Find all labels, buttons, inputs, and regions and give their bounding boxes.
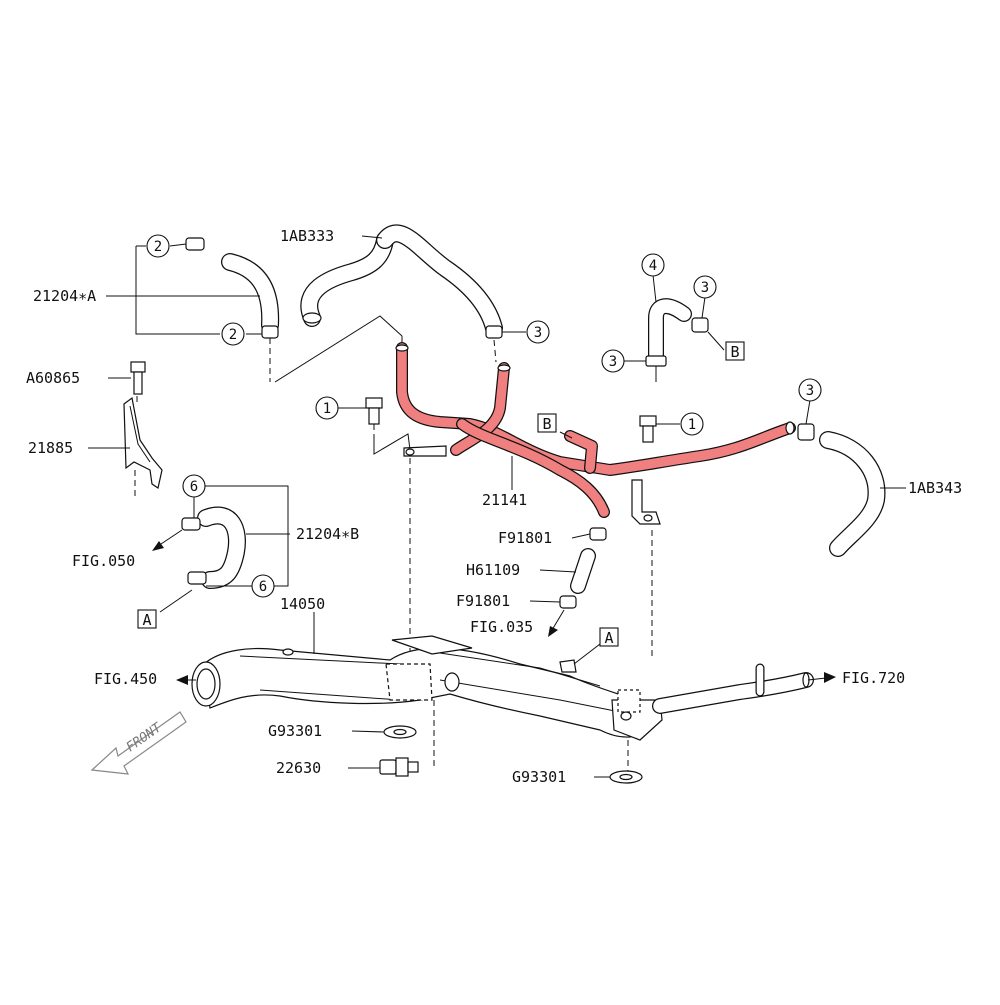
callout-3-top: 3 bbox=[534, 325, 542, 341]
label-22630: 22630 bbox=[276, 759, 321, 777]
label-g93301-right: G93301 bbox=[512, 768, 566, 786]
sensor-22630 bbox=[379, 757, 419, 777]
fig-035-ref[interactable]: FIG.035 bbox=[470, 618, 533, 636]
label-21204a: 21204∗A bbox=[33, 287, 96, 305]
label-21141: 21141 bbox=[482, 491, 527, 509]
box-a-center: A bbox=[604, 629, 613, 647]
hose-h61109 bbox=[570, 548, 596, 594]
callout-1-right: 1 bbox=[688, 417, 696, 433]
bolt-a60865 bbox=[130, 361, 146, 395]
label-21885: 21885 bbox=[28, 439, 73, 457]
hose-1ab343 bbox=[797, 423, 886, 557]
fig-450-ref[interactable]: FIG.450 bbox=[94, 670, 157, 688]
label-g93301-left: G93301 bbox=[268, 722, 322, 740]
front-arrow-icon: FRONT bbox=[90, 711, 187, 775]
clamp-f91801-top bbox=[589, 527, 607, 541]
bolt-1-right bbox=[639, 415, 657, 443]
bolt-1-left bbox=[365, 397, 383, 425]
callout-6-bottom: 6 bbox=[259, 579, 267, 595]
fig-050-ref[interactable]: FIG.050 bbox=[72, 552, 135, 570]
callout-6-top: 6 bbox=[190, 479, 198, 495]
callout-3-right-top: 3 bbox=[701, 280, 709, 296]
callout-group-2: 2 2 bbox=[135, 234, 262, 346]
callout-3-far-right: 3 bbox=[806, 383, 814, 399]
callout-2-bottom: 2 bbox=[229, 327, 237, 343]
hose-21204a bbox=[185, 237, 280, 339]
callout-4: 4 bbox=[649, 258, 657, 274]
clamp-f91801-bottom bbox=[559, 595, 577, 609]
box-b-pipe: B bbox=[542, 415, 551, 433]
housing-14050 bbox=[191, 635, 814, 741]
fig-720-ref[interactable]: FIG.720 bbox=[842, 669, 905, 687]
pipe-21141 bbox=[395, 342, 796, 525]
elbow-hose-4 bbox=[645, 298, 709, 367]
washer-g93301-right bbox=[609, 770, 643, 784]
label-21204b: 21204∗B bbox=[296, 525, 359, 543]
label-a60865: A60865 bbox=[26, 369, 80, 387]
label-f91801-bottom: F91801 bbox=[456, 592, 510, 610]
box-a-left: A bbox=[142, 611, 151, 629]
callout-2-top: 2 bbox=[154, 239, 162, 255]
bracket-21885 bbox=[123, 396, 163, 489]
callout-3-right-low: 3 bbox=[609, 354, 617, 370]
washer-g93301-left bbox=[383, 725, 417, 739]
front-label: FRONT bbox=[124, 720, 166, 755]
label-h61109: H61109 bbox=[466, 561, 520, 579]
label-1ab333: 1AB333 bbox=[280, 227, 334, 245]
box-b-right: B bbox=[730, 343, 739, 361]
hose-1ab333 bbox=[300, 224, 503, 337]
hose-21204b bbox=[181, 506, 246, 589]
callout-1-left: 1 bbox=[323, 401, 331, 417]
label-1ab343: 1AB343 bbox=[908, 479, 962, 497]
label-14050: 14050 bbox=[280, 595, 325, 613]
label-f91801-top: F91801 bbox=[498, 529, 552, 547]
